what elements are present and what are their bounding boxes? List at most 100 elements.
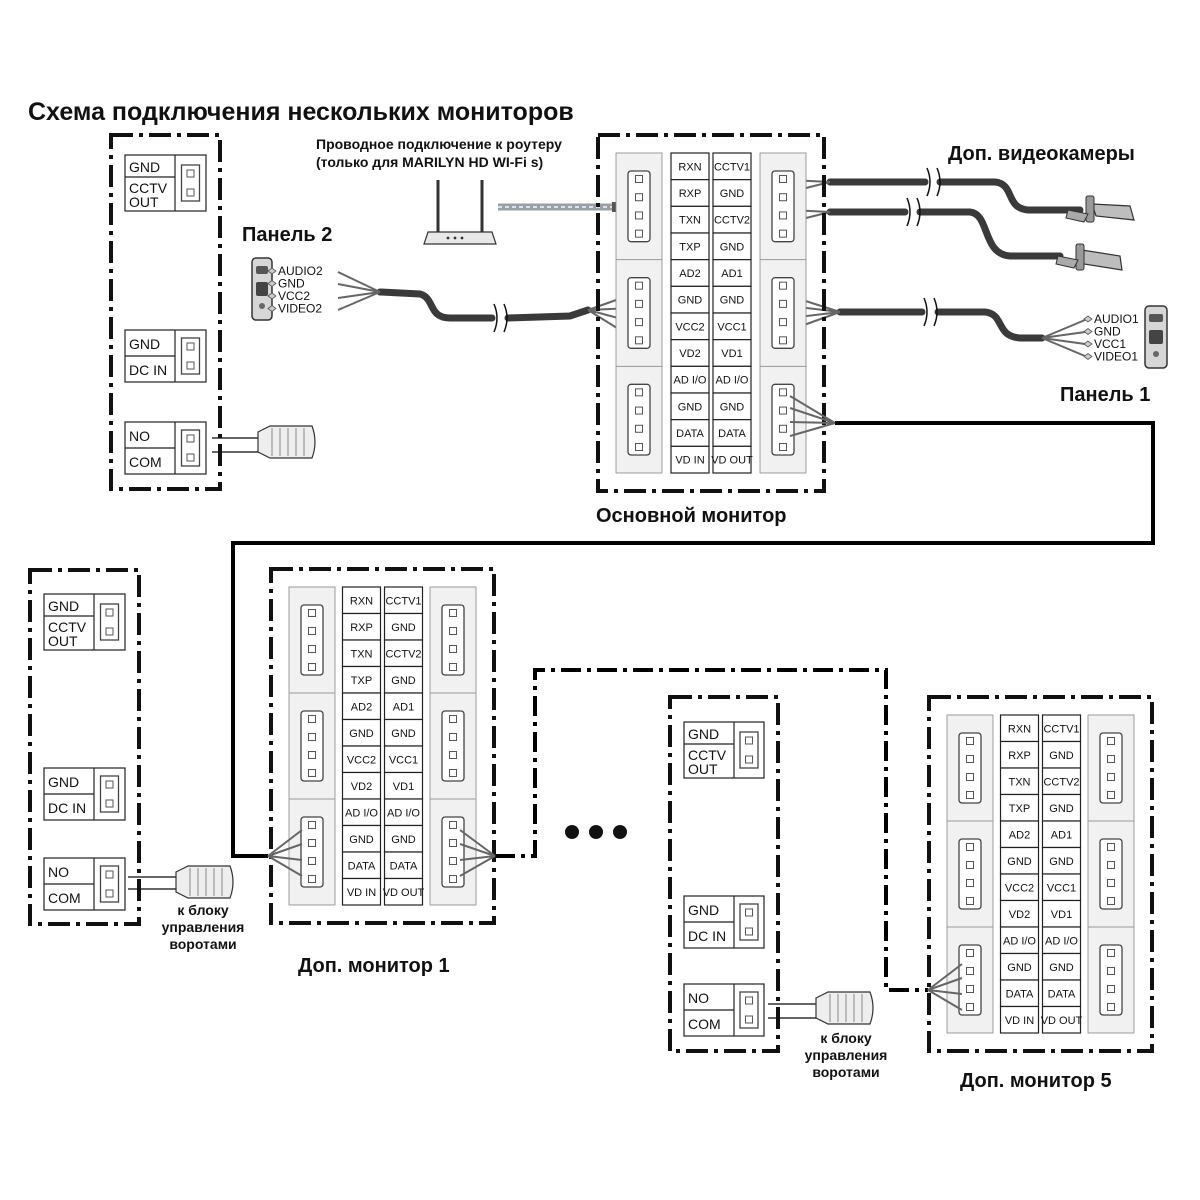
connector-pin bbox=[635, 318, 643, 327]
connector-socket bbox=[958, 838, 982, 910]
connector-pin bbox=[308, 821, 316, 829]
router-icon bbox=[423, 180, 497, 245]
connector-pin bbox=[966, 949, 974, 957]
connector-pin bbox=[635, 336, 643, 345]
terminal-label: RXP bbox=[350, 622, 373, 634]
connector-pin bbox=[308, 875, 316, 883]
terminal-cell bbox=[1041, 952, 1082, 981]
connector-socket bbox=[441, 816, 465, 888]
connector-socket bbox=[300, 604, 324, 676]
terminal-label: DATA bbox=[1006, 988, 1034, 1000]
wire-terminal-icon bbox=[1083, 328, 1093, 335]
gate-note-line: к блоку bbox=[820, 1030, 871, 1046]
terminal-label: GND bbox=[1049, 962, 1074, 974]
terminal-cell bbox=[712, 445, 752, 474]
gate-note-1: к блоку управления воротами bbox=[162, 902, 245, 952]
connector-pin bbox=[779, 318, 787, 327]
terminal-label: GND bbox=[349, 728, 374, 740]
connector-pin bbox=[308, 857, 316, 865]
connector-pin bbox=[105, 627, 114, 636]
connector-pin bbox=[635, 229, 643, 238]
terminal-label: CCTV1 bbox=[385, 595, 421, 607]
terminal-cell bbox=[341, 745, 382, 774]
terminal-label: DATA bbox=[390, 860, 418, 872]
terminal-cell bbox=[670, 232, 710, 261]
connector-pin bbox=[745, 908, 753, 917]
panel-pin-label: AUDIO2 bbox=[278, 264, 323, 278]
terminal-cell bbox=[670, 339, 710, 367]
terminal-cell bbox=[341, 586, 382, 615]
terminal-label: TXP bbox=[679, 241, 700, 253]
cable-break-mark bbox=[493, 303, 508, 333]
wire-terminal-icon bbox=[1083, 340, 1093, 348]
connector-pin bbox=[449, 751, 457, 759]
terminal-label: VD OUT bbox=[711, 455, 753, 467]
terminal-cell bbox=[341, 612, 382, 641]
terminal-cell bbox=[670, 445, 710, 474]
terminal-label: AD I/O bbox=[1045, 935, 1078, 947]
terminal-cell bbox=[383, 798, 424, 827]
terminal-cell bbox=[383, 586, 424, 615]
connector-socket bbox=[180, 429, 201, 467]
connector-pin bbox=[186, 453, 195, 462]
terminal-cell bbox=[670, 179, 710, 207]
terminal-label: AD2 bbox=[351, 701, 372, 713]
terminal-cell bbox=[1041, 979, 1082, 1008]
connector-pin bbox=[966, 897, 974, 905]
gnd-label: GND bbox=[688, 726, 719, 742]
terminal-cell bbox=[383, 718, 424, 747]
connector-pin bbox=[186, 188, 195, 197]
connector-pin bbox=[779, 281, 787, 290]
panel-pin-label: VIDEO1 bbox=[1094, 350, 1138, 364]
terminal-cell bbox=[1041, 793, 1082, 822]
terminal-label: GND bbox=[349, 834, 374, 846]
terminal-label: GND bbox=[720, 401, 745, 413]
connector-socket bbox=[771, 170, 795, 243]
terminal-label: TXP bbox=[1009, 803, 1030, 815]
terminal-label: VCC2 bbox=[1005, 882, 1034, 894]
terminal-cell bbox=[383, 745, 424, 774]
com-label: COM bbox=[129, 454, 162, 470]
wire-terminal-icon bbox=[1083, 353, 1093, 360]
terminal-cell bbox=[712, 365, 752, 394]
connector-pin bbox=[308, 751, 316, 759]
terminal-label: AD1 bbox=[721, 268, 742, 280]
connector-pin bbox=[449, 663, 457, 671]
wire-terminal-icon bbox=[267, 305, 277, 312]
connector-pin bbox=[745, 927, 753, 936]
connector-pin bbox=[966, 737, 974, 745]
terminal-label: TXP bbox=[351, 675, 372, 687]
caption-panel-1: Панель 1 bbox=[1060, 384, 1150, 406]
connector-pin bbox=[449, 769, 457, 777]
main-input-wires bbox=[587, 293, 634, 339]
connector-pin bbox=[449, 627, 457, 635]
connector-pin bbox=[1107, 773, 1115, 781]
gate-connector bbox=[212, 425, 316, 459]
no-label: NO bbox=[688, 990, 709, 1006]
gate-note-line: управления bbox=[805, 1047, 888, 1063]
gate-note-2: к блоку управления воротами bbox=[805, 1030, 888, 1080]
panel-pin-label: GND bbox=[1094, 325, 1121, 339]
panel-pin-label: VCC2 bbox=[278, 289, 310, 303]
monitor-1-in-wires bbox=[267, 829, 303, 877]
terminal-label: GND bbox=[678, 401, 703, 413]
router-note-line1: Проводное подключение к роутеру bbox=[316, 136, 562, 152]
connector-pin bbox=[1107, 843, 1115, 851]
monitor-frame bbox=[269, 567, 496, 925]
ellipsis-dots bbox=[565, 825, 627, 839]
terminal-cell bbox=[383, 771, 424, 800]
connector-pin bbox=[105, 889, 114, 898]
terminal-cell bbox=[712, 339, 752, 367]
connector-pin bbox=[105, 870, 114, 879]
terminal-label: GND bbox=[720, 295, 745, 307]
connector-pin bbox=[779, 424, 787, 433]
connector-pin bbox=[779, 193, 787, 202]
caption-extra-monitor-5: Доп. монитор 5 bbox=[960, 1070, 1112, 1092]
connector-pin bbox=[449, 609, 457, 617]
terminal-label: TXN bbox=[1009, 776, 1031, 788]
terminal-cell bbox=[999, 767, 1040, 796]
cable-panel-1 bbox=[934, 308, 1046, 342]
